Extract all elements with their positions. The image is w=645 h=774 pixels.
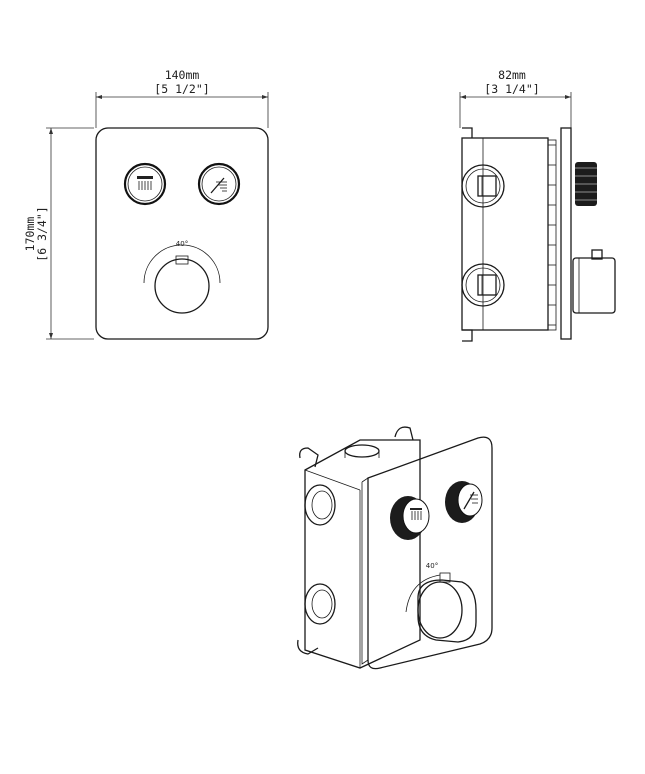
hand-shower-button (197, 162, 241, 206)
front-view: 140mm [5 1/2"] 170mm [6 3/4"] (23, 68, 269, 340)
iso-face-plate (367, 436, 493, 670)
iso-temp-mark: 40° (426, 562, 438, 570)
iso-port-top (304, 484, 336, 526)
iso-port-bottom (304, 583, 336, 625)
overhead-shower-icon (137, 176, 153, 190)
iso-thermostat-knob: 40° (405, 562, 477, 643)
height-inch-label: [6 3/4"] (35, 206, 49, 261)
depth-inch-label: [3 1/4"] (484, 82, 539, 96)
side-ribs (547, 139, 557, 331)
iso-overhead-shower-icon (410, 508, 422, 520)
front-temp-mark: 40° (176, 240, 188, 248)
iso-box (304, 439, 421, 669)
thermostat-knob: 40° (143, 240, 221, 314)
side-port-top (461, 164, 505, 208)
side-bracket (462, 127, 473, 342)
side-knurled-knob (575, 162, 597, 206)
iso-hand-shower-icon (463, 491, 478, 510)
depth-mm-label: 82mm (498, 68, 526, 82)
iso-overhead-shower-button (390, 496, 430, 540)
side-port-bottom (461, 263, 505, 307)
height-mm-label: 170mm (23, 217, 37, 252)
iso-hand-shower-button (445, 481, 483, 523)
side-thermostat-knob (572, 249, 616, 314)
iso-bracket-tl (299, 447, 319, 468)
side-view: 82mm [3 1/4"] (459, 68, 616, 342)
height-dimension: 170mm [6 3/4"] (23, 127, 94, 340)
width-dimension: 140mm [5 1/2"] (95, 68, 269, 128)
front-plate (95, 127, 269, 340)
iso-top-collar (344, 444, 380, 458)
iso-view: 40° (297, 426, 493, 670)
depth-dimension: 82mm [3 1/4"] (459, 68, 572, 128)
iso-bracket-tr (394, 426, 414, 441)
width-mm-label: 140mm (165, 68, 200, 82)
hand-shower-icon (210, 177, 227, 194)
width-inch-label: [5 1/2"] (154, 82, 209, 96)
overhead-shower-button (123, 162, 167, 206)
iso-bracket-bl (297, 639, 319, 655)
side-plate-edge (560, 127, 572, 340)
